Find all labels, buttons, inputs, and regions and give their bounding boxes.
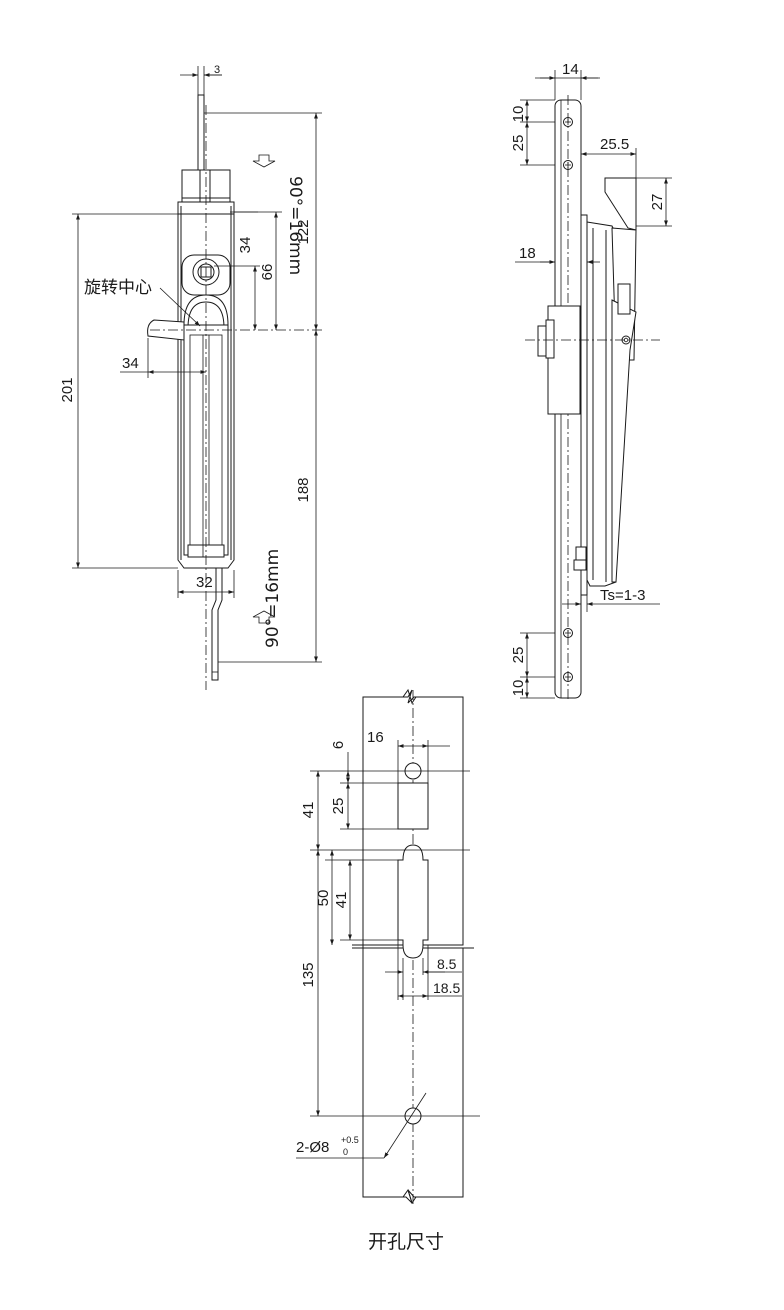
dim-10-bottom: 10	[510, 680, 527, 697]
bottom-rod	[211, 567, 223, 681]
dim-135: 135	[300, 962, 317, 987]
cutout-view: 16 6 25 41 50 41 135 8.5 18.5	[296, 688, 480, 1253]
hole-callout: 2-Ø8	[296, 1139, 329, 1156]
upper-slot	[397, 782, 429, 830]
dim-top-width: 3	[214, 64, 220, 76]
dim-201: 201	[59, 377, 76, 402]
label-rotation-center: 旋转中心	[84, 278, 152, 298]
dim-25-top: 25	[510, 135, 527, 152]
dim-34-horizontal: 34	[122, 355, 139, 372]
lever-top	[604, 177, 637, 231]
dim-25-bottom: 25	[510, 647, 527, 664]
tolerance-upper: +0.5	[341, 1135, 359, 1145]
lower-stroke-note: 90°=16mm	[263, 549, 283, 648]
dim-25-5: 25.5	[600, 136, 629, 153]
dim-18: 18	[519, 245, 536, 262]
side-view: 14 10 25 25.5 27 18 Ts=1-3	[510, 61, 672, 700]
lever-arm	[611, 299, 637, 583]
dim-14: 14	[562, 61, 579, 78]
dim-6: 6	[330, 741, 347, 749]
cutout-caption: 开孔尺寸	[368, 1231, 444, 1253]
upper-stroke-note: 90°=16mm	[285, 176, 305, 275]
dim-8-5: 8.5	[437, 956, 457, 972]
main-cutout	[397, 844, 429, 959]
dim-32: 32	[196, 574, 213, 591]
dim-41-outer: 41	[300, 802, 317, 819]
thumb-lever	[147, 319, 185, 341]
dim-188: 188	[295, 477, 312, 502]
top-rod	[197, 94, 205, 171]
dim-27: 27	[649, 194, 666, 211]
door-panel	[580, 214, 588, 596]
dim-50: 50	[315, 890, 332, 907]
dim-122: 122	[295, 219, 312, 244]
dim-25: 25	[330, 798, 347, 815]
dim-16: 16	[367, 729, 384, 746]
dim-18-5: 18.5	[433, 980, 460, 996]
dim-ts: Ts=1-3	[600, 587, 645, 604]
dim-10-top: 10	[510, 106, 527, 123]
dim-66: 66	[259, 264, 276, 281]
dim-34-vertical: 34	[237, 237, 254, 254]
front-view: 3	[59, 64, 322, 690]
tolerance-lower: 0	[343, 1147, 348, 1157]
dim-41-inner: 41	[333, 892, 350, 909]
handle-side-body	[586, 221, 617, 587]
